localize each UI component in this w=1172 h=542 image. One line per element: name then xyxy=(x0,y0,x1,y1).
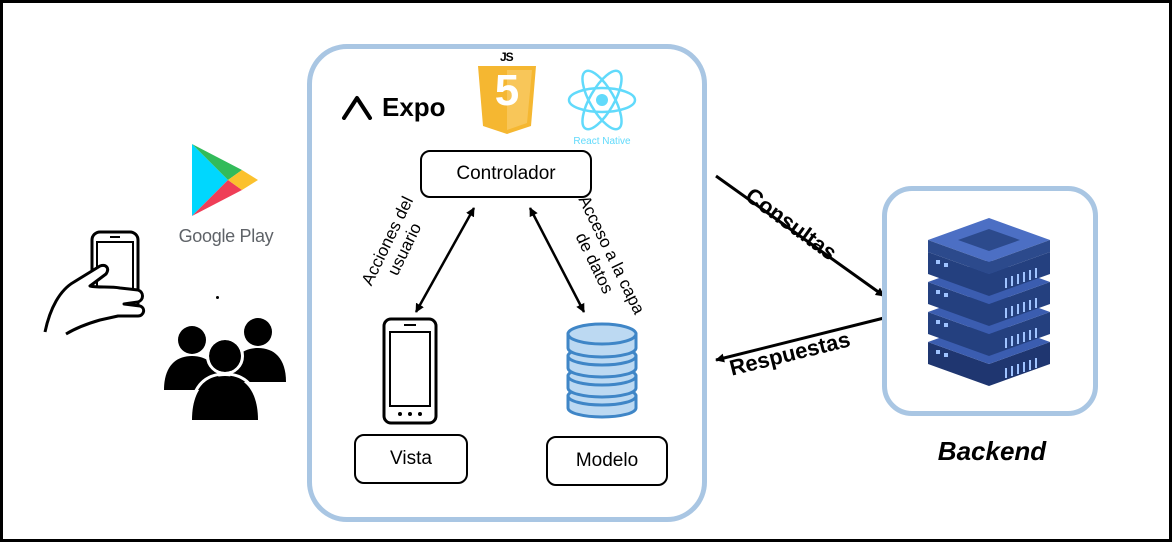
controlador-box: Controlador xyxy=(420,150,592,198)
html5-number: 5 xyxy=(494,66,520,115)
backend-label: Backend xyxy=(937,436,1047,466)
hand-holding-phone-icon xyxy=(43,230,146,336)
google-play-icon xyxy=(192,144,258,216)
google-play-label: Google Play xyxy=(178,226,274,246)
html5-shield-icon xyxy=(478,66,536,134)
acceso-arrow xyxy=(528,207,586,313)
backend-panel xyxy=(882,186,1098,416)
respuestas-arrow xyxy=(715,316,885,363)
acciones-arrow xyxy=(414,207,476,313)
smartphone-icon xyxy=(382,317,438,425)
expo-logo-text: Expo xyxy=(382,92,446,122)
consultas-arrow xyxy=(715,174,885,298)
vista-box: Vista xyxy=(354,434,468,484)
react-native-label: React Native xyxy=(573,136,631,147)
users-group-icon xyxy=(164,318,286,420)
dot-mark xyxy=(216,296,219,299)
server-stack-icon xyxy=(928,218,1050,386)
database-icon xyxy=(566,322,638,419)
js-badge: JS xyxy=(500,50,514,64)
expo-chevron-icon xyxy=(342,96,372,120)
react-atom-icon xyxy=(567,69,637,131)
modelo-box: Modelo xyxy=(546,436,668,486)
application-panel xyxy=(307,44,707,522)
